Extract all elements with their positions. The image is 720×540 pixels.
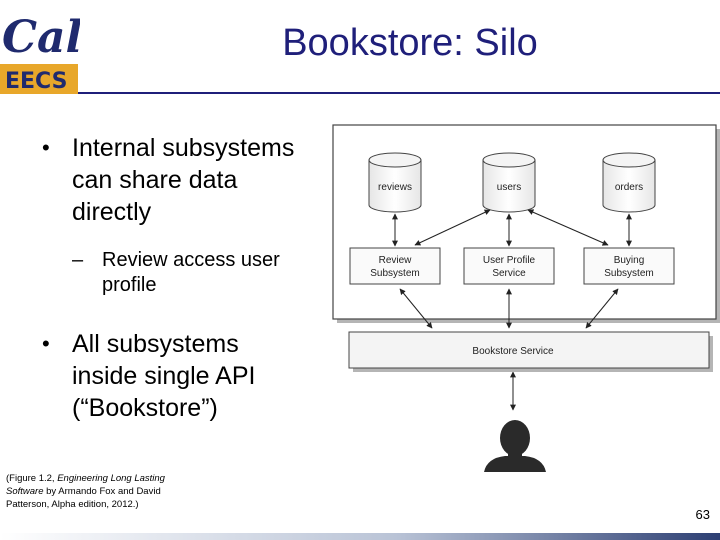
service-label: Bookstore Service: [472, 346, 554, 357]
arrow: [399, 288, 433, 329]
sub-bullet-line: profile: [102, 274, 157, 296]
subsystem-label: Service: [492, 268, 526, 279]
bullet-list: • Internal subsystems can share data dir…: [40, 132, 340, 424]
subsystem-user-profile: User Profile Service: [463, 247, 555, 285]
database-reviews: reviews: [368, 152, 422, 213]
database-label: reviews: [378, 182, 412, 193]
sub-bullet-line: Review access user: [102, 249, 280, 271]
bullet-line: (“Bookstore”): [72, 394, 218, 422]
page-number: 63: [695, 507, 710, 522]
bullet-dot-icon: •: [42, 135, 50, 160]
person-silhouette-icon: [484, 420, 546, 472]
figure-citation: (Figure 1.2, Engineering Long Lasting So…: [6, 472, 206, 511]
bullet-line: inside single API: [72, 362, 256, 390]
arrow: [414, 209, 491, 246]
bullet-line: can share data: [72, 166, 238, 194]
bullet-line: directly: [72, 198, 152, 226]
footer-gradient-bar: [0, 533, 720, 540]
database-orders: orders: [602, 152, 656, 213]
citation-book-title: Engineering Long Lasting: [57, 473, 165, 484]
slide-title: Bookstore: Silo: [282, 22, 538, 64]
database-label: users: [497, 182, 521, 193]
subsystem-label: Subsystem: [370, 268, 419, 279]
sub-bullet-review-access: – Review access user profile: [40, 248, 340, 298]
citation-text: Patterson, Alpha edition, 2012.): [6, 499, 139, 510]
citation-text: (Figure 1.2,: [6, 473, 58, 484]
database-users: users: [482, 152, 536, 213]
database-label: orders: [615, 182, 643, 193]
subsystem-buying: Buying Subsystem: [583, 247, 675, 285]
bullet-internal-subsystems: • Internal subsystems can share data dir…: [40, 132, 340, 228]
subsystem-label: Buying: [614, 255, 645, 266]
eecs-logo-text: EECS: [5, 69, 67, 94]
sub-bullet-dash-icon: –: [72, 249, 84, 271]
citation-book-title: Software: [6, 486, 44, 497]
bullet-all-subsystems: • All subsystems inside single API (“Boo…: [40, 328, 340, 424]
subsystem-review: Review Subsystem: [349, 247, 441, 285]
bookstore-service-bar: Bookstore Service: [348, 331, 713, 372]
subsystem-label: User Profile: [483, 255, 536, 266]
subsystem-label: Review: [379, 255, 413, 266]
cal-eecs-logo: Cal EECS: [0, 12, 80, 94]
title-underline: [78, 92, 720, 94]
arrow: [527, 209, 609, 246]
internal-arrows: [392, 209, 632, 411]
bullet-line: All subsystems: [72, 330, 239, 358]
subsystem-label: Subsystem: [604, 268, 653, 279]
bullet-dot-icon: •: [42, 331, 50, 356]
arrow: [585, 288, 619, 329]
eecs-logo-background: [0, 64, 78, 94]
cal-logo-text: Cal: [2, 12, 80, 63]
bullet-line: Internal subsystems: [72, 134, 295, 162]
citation-text: by Armando Fox and David: [43, 486, 161, 497]
